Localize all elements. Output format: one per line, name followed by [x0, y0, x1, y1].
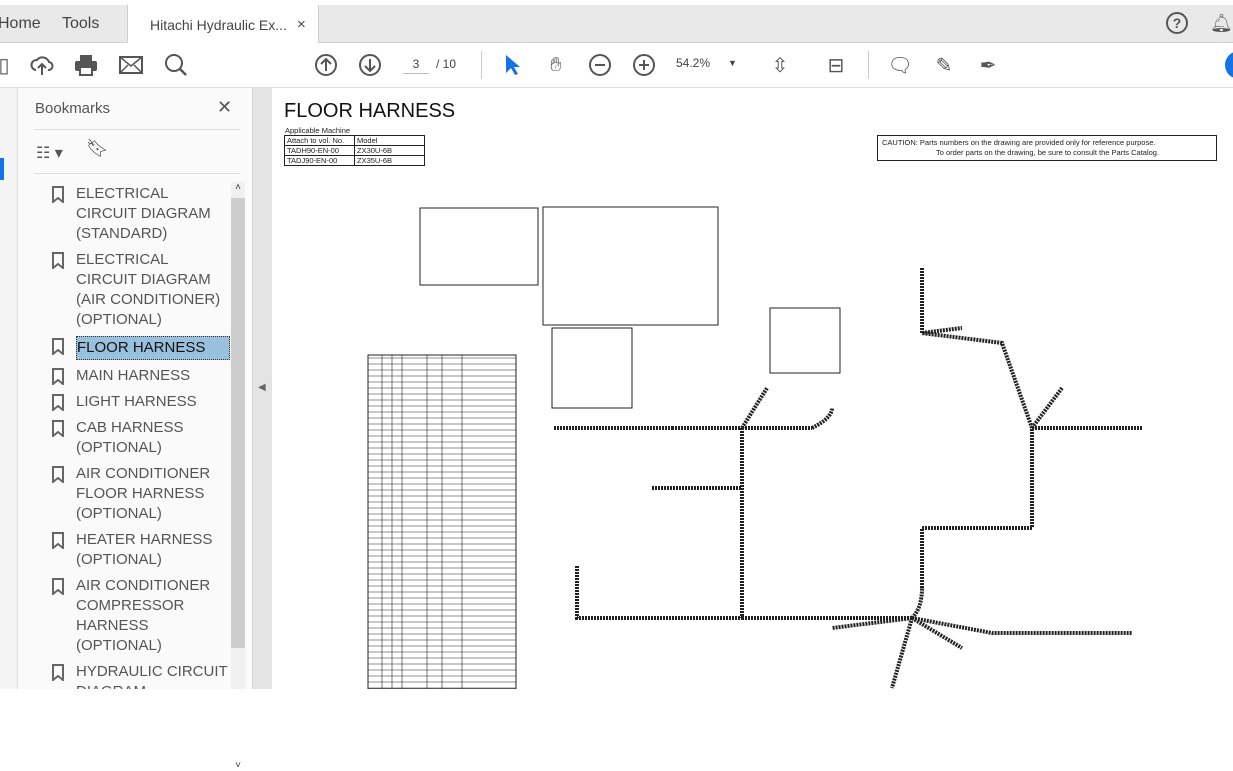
bookmark-icon — [52, 466, 64, 485]
tab-document[interactable]: Hitachi Hydraulic Ex... × — [127, 5, 319, 44]
scroll-up-icon[interactable]: ˄ — [235, 182, 241, 193]
upload-cloud-icon[interactable] — [30, 53, 54, 77]
scroll-down-icon[interactable]: ˅ — [235, 760, 241, 771]
tab-document-label: Hitachi Hydraulic Ex... — [150, 16, 287, 33]
zoom-out-icon[interactable] — [588, 53, 612, 77]
scrollbar[interactable]: ˄ ˅ — [231, 182, 245, 771]
page-total: / 10 — [436, 57, 457, 71]
bookmark-icon — [52, 420, 64, 439]
bookmark-row[interactable]: LIGHT HARNESS — [50, 392, 230, 413]
bookmark-list: ELECTRICAL CIRCUIT DIAGRAM (STANDARD) ELE… — [50, 184, 230, 689]
share-button[interactable] — [1225, 51, 1233, 79]
bookmark-row[interactable]: CAB HARNESS (OPTIONAL) — [50, 418, 230, 458]
bookmark-row[interactable]: ELECTRICAL CIRCUIT DIAGRAM (STANDARD) — [50, 184, 230, 244]
email-icon[interactable] — [119, 53, 143, 77]
bookmark-row[interactable]: FLOOR HARNESS — [50, 336, 230, 360]
add-bookmark-icon[interactable]: 🔖︎ — [86, 138, 109, 158]
scroll-mode-icon[interactable]: ⊟ — [827, 54, 845, 77]
highlight-pen-icon[interactable]: ✎ — [935, 54, 953, 77]
bookmark-row[interactable]: AIR CONDITIONER COMPRESSOR HARNESS (OPTI… — [50, 576, 230, 656]
previous-page-icon[interactable] — [314, 53, 338, 77]
tab-tools[interactable]: Tools — [62, 15, 100, 32]
bookmark-icon — [52, 532, 64, 551]
caution-line-2: To order parts on the drawing, be sure t… — [936, 148, 1160, 157]
bookmark-item[interactable]: HEATER HARNESS (OPTIONAL) — [76, 531, 213, 568]
search-icon[interactable] — [164, 53, 188, 77]
tab-home[interactable]: Home — [0, 15, 41, 32]
bookmark-icon — [52, 368, 64, 387]
bookmark-item[interactable]: AIR CONDITIONER FLOOR HARNESS (OPTIONAL) — [76, 465, 211, 522]
scrollbar-thumb[interactable] — [231, 198, 245, 648]
collapse-arrow-icon[interactable]: ◀ — [258, 382, 266, 393]
help-icon[interactable]: ? — [1166, 12, 1188, 34]
options-menu-icon[interactable]: ☷ ▾ — [36, 145, 63, 162]
chevron-down-icon: ▼ — [728, 58, 737, 68]
title-strip — [0, 0, 1233, 5]
bookmark-row[interactable]: HYDRAULIC CIRCUIT DIAGRAM — [50, 662, 230, 689]
toolbar: ▯ 3 / 10 ✋︎ 54.2% ▼ ⇳ ⊟ 🗨︎ ✎ ✒︎ — [0, 43, 1233, 88]
document-view[interactable]: FLOOR HARNESS Applicable Machine Attach … — [272, 88, 1233, 689]
left-tool-rail — [0, 88, 18, 689]
select-cursor-icon[interactable] — [500, 53, 524, 77]
bookmark-item[interactable]: CAB HARNESS (OPTIONAL) — [76, 419, 184, 456]
caution-box: CAUTION: Parts numbers on the drawing ar… — [877, 135, 1217, 161]
bookmark-item[interactable]: FLOOR HARNESS — [76, 336, 230, 360]
comment-icon[interactable]: 🗨︎ — [887, 54, 913, 77]
caution-line-1: CAUTION: Parts numbers on the drawing ar… — [882, 138, 1156, 147]
save-icon[interactable]: ▯ — [0, 54, 10, 77]
bookmark-item[interactable]: ELECTRICAL CIRCUIT DIAGRAM (AIR CONDITIO… — [76, 251, 221, 328]
panel-title: Bookmarks — [35, 100, 111, 117]
tab-close-icon[interactable]: × — [296, 15, 306, 33]
sign-icon[interactable]: ✒︎ — [979, 54, 997, 77]
table-cell: ZX35U-6B — [354, 155, 425, 166]
tab-bar: Home Tools Hitachi Hydraulic Ex... × ? 🔔… — [0, 5, 1233, 44]
toolbar-divider — [868, 51, 869, 79]
bookmark-item[interactable]: ELECTRICAL CIRCUIT DIAGRAM (STANDARD) — [76, 185, 211, 242]
page-number-input[interactable]: 3 — [403, 57, 429, 74]
bookmark-item[interactable]: LIGHT HARNESS — [76, 393, 197, 410]
divider — [34, 173, 240, 174]
bookmark-item[interactable]: MAIN HARNESS — [76, 367, 191, 384]
close-panel-icon[interactable]: ✕ — [217, 97, 233, 117]
page-fit-icon[interactable]: ⇳ — [771, 54, 789, 77]
panel-splitter[interactable]: ◀ — [252, 88, 272, 689]
bookmark-icon — [52, 664, 64, 683]
page-title: FLOOR HARNESS — [284, 100, 456, 122]
bookmark-row[interactable]: HEATER HARNESS (OPTIONAL) — [50, 530, 230, 570]
bookmark-icon — [52, 186, 64, 205]
zoom-in-icon[interactable] — [632, 53, 656, 77]
print-icon[interactable] — [74, 53, 98, 77]
bookmark-item[interactable]: AIR CONDITIONER COMPRESSOR HARNESS (OPTI… — [76, 577, 211, 654]
bookmark-row[interactable]: ELECTRICAL CIRCUIT DIAGRAM (AIR CONDITIO… — [50, 250, 230, 330]
zoom-level-value: 54.2% — [676, 56, 711, 70]
bookmark-icon — [52, 252, 64, 271]
bookmark-row[interactable]: MAIN HARNESS — [50, 366, 230, 387]
next-page-icon[interactable] — [358, 53, 382, 77]
harness-diagram — [367, 206, 1142, 689]
bookmark-icon — [52, 394, 64, 413]
hand-tool-icon[interactable]: ✋︎ — [550, 53, 562, 76]
bookmarks-rail-icon[interactable] — [0, 158, 4, 180]
toolbar-divider — [481, 51, 482, 79]
divider — [34, 129, 240, 130]
zoom-level-dropdown[interactable]: 54.2% ▼ — [676, 56, 748, 70]
bookmark-item[interactable]: HYDRAULIC CIRCUIT DIAGRAM — [76, 663, 228, 689]
applicable-label: Applicable Machine — [285, 126, 351, 135]
bookmark-row[interactable]: AIR CONDITIONER FLOOR HARNESS (OPTIONAL) — [50, 464, 230, 524]
notification-bell-icon[interactable]: 🔔︎ — [1210, 13, 1233, 33]
bookmark-icon — [52, 578, 64, 597]
bookmark-icon — [52, 338, 64, 357]
